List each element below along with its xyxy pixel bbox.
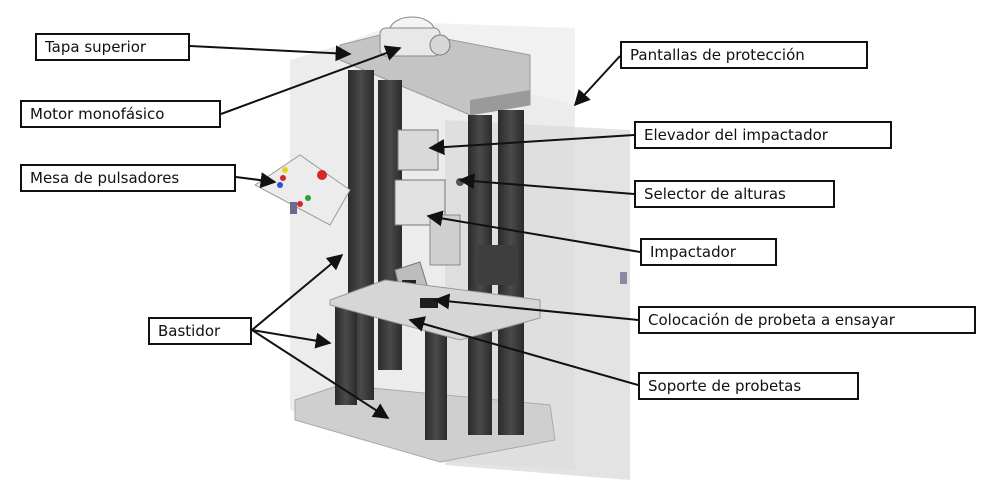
label-mesa-pulsadores: Mesa de pulsadores bbox=[20, 164, 236, 192]
label-colocacion-probeta: Colocación de probeta a ensayar bbox=[638, 306, 976, 334]
single-phase-motor bbox=[379, 16, 451, 57]
red-button-icon bbox=[280, 175, 286, 181]
specimen-support bbox=[329, 279, 541, 341]
side-switch bbox=[620, 272, 627, 284]
label-impactador: Impactador bbox=[640, 238, 777, 266]
label-tapa-superior: Tapa superior bbox=[35, 33, 190, 61]
label-soporte-probetas: Soporte de probetas bbox=[638, 372, 859, 400]
push-button-panel bbox=[254, 154, 351, 226]
emergency-stop-icon bbox=[317, 170, 327, 180]
label-elevador-impactador: Elevador del impactador bbox=[634, 121, 892, 149]
blue-button-icon bbox=[277, 182, 283, 188]
label-selector-alturas: Selector de alturas bbox=[634, 180, 835, 208]
yellow-button-icon bbox=[282, 167, 288, 173]
label-motor-monofasico: Motor monofásico bbox=[20, 100, 221, 128]
leader-lines bbox=[189, 45, 641, 419]
label-bastidor: Bastidor bbox=[148, 317, 252, 345]
label-pantallas-proteccion: Pantallas de protección bbox=[620, 41, 868, 69]
green-button-icon bbox=[305, 195, 311, 201]
